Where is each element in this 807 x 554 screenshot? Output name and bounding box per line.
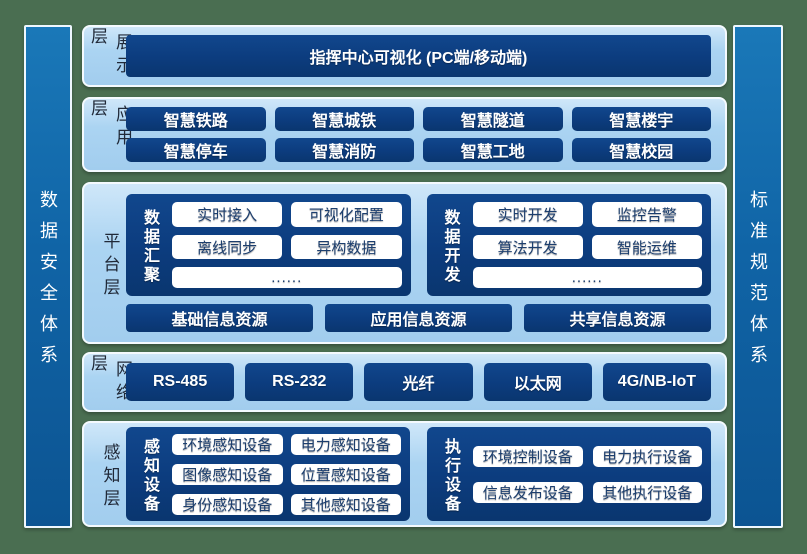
layer-platform: 平台层 数据汇聚 实时接入 可视化配置 离线同步 异构数据 ...... bbox=[82, 182, 727, 344]
chip-development-more: ...... bbox=[472, 267, 702, 289]
layer-platform-content: 数据汇聚 实时接入 可视化配置 离线同步 异构数据 ...... 数据开发 bbox=[126, 184, 711, 342]
chip-realtime-access: 实时接入 bbox=[172, 202, 283, 227]
net-item-fiber: 光纤 bbox=[364, 363, 473, 401]
bar-shared-info-resource: 共享信息资源 bbox=[524, 304, 711, 332]
chip-env-control: 环境控制设备 bbox=[473, 445, 583, 467]
layer-perception-content: 感知设备 环境感知设备 电力感知设备 图像感知设备 位置感知设备 身份感知设备 … bbox=[126, 423, 711, 525]
group-data-aggregation-chips: 实时接入 可视化配置 离线同步 异构数据 ...... bbox=[172, 202, 402, 289]
group-data-development: 数据开发 实时开发 监控告警 算法开发 智能运维 ...... bbox=[426, 194, 711, 297]
platform-groups: 数据汇聚 实时接入 可视化配置 离线同步 异构数据 ...... 数据开发 bbox=[126, 194, 711, 297]
chip-info-publish: 信息发布设备 bbox=[473, 481, 583, 503]
group-data-development-title: 数据开发 bbox=[441, 208, 459, 285]
net-item-ethernet: 以太网 bbox=[483, 363, 592, 401]
chip-algorithm-dev: 算法开发 bbox=[472, 234, 583, 260]
chip-identity-sensing: 身份感知设备 bbox=[172, 493, 283, 515]
platform-resource-bars: 基础信息资源 应用信息资源 共享信息资源 bbox=[126, 304, 711, 332]
chip-power-execution: 电力执行设备 bbox=[592, 445, 702, 467]
group-data-development-title-wrap: 数据开发 bbox=[436, 202, 464, 288]
group-execution-devices-chips: 环境控制设备 电力执行设备 信息发布设备 其他执行设备 bbox=[473, 443, 702, 506]
panel-data-security: 数据安全体系 bbox=[24, 25, 72, 528]
group-execution-devices-title: 执行设备 bbox=[442, 437, 459, 514]
layer-display-label-wrap: 展示层 bbox=[88, 27, 132, 85]
app-item-smart-building: 智慧楼宇 bbox=[571, 107, 711, 131]
layer-application: 应用层 智慧铁路 智慧城铁 智慧隧道 智慧楼宇 智慧停车 智慧消防 智慧工地 智… bbox=[82, 97, 727, 172]
net-item-rs232: RS-232 bbox=[245, 363, 354, 401]
chip-power-sensing: 电力感知设备 bbox=[290, 433, 401, 455]
group-execution-devices-title-wrap: 执行设备 bbox=[436, 435, 464, 514]
layer-stack: 展示层 指挥中心可视化 (PC端/移动端) 应用层 智慧铁路 智慧城铁 智慧隧道… bbox=[82, 25, 727, 527]
layer-perception-label-wrap: 感知层 bbox=[94, 423, 126, 525]
layer-network: 网络层 RS-485 RS-232 光纤 以太网 4G/NB-IoT bbox=[82, 352, 727, 412]
chip-visual-config: 可视化配置 bbox=[291, 202, 402, 227]
layer-application-label-wrap: 应用层 bbox=[88, 99, 132, 170]
group-sensing-devices-title-wrap: 感知设备 bbox=[135, 435, 163, 514]
layer-network-content: RS-485 RS-232 光纤 以太网 4G/NB-IoT bbox=[126, 354, 712, 410]
panel-standards: 标准规范体系 bbox=[733, 25, 783, 528]
app-item-smart-fire: 智慧消防 bbox=[274, 138, 414, 162]
layer-perception-label: 感知层 bbox=[100, 442, 120, 512]
group-data-development-chips: 实时开发 监控告警 算法开发 智能运维 ...... bbox=[472, 202, 702, 289]
layer-perception: 感知层 感知设备 环境感知设备 电力感知设备 图像感知设备 位置感知设备 身份感… bbox=[82, 421, 727, 527]
bar-app-info-resource: 应用信息资源 bbox=[325, 304, 512, 332]
app-item-smart-railway: 智慧铁路 bbox=[126, 107, 266, 131]
chip-other-sensing: 其他感知设备 bbox=[290, 493, 401, 515]
group-data-aggregation-title: 数据汇聚 bbox=[141, 208, 158, 285]
chip-monitor-alert: 监控告警 bbox=[591, 202, 702, 227]
chip-intelligent-ops: 智能运维 bbox=[591, 234, 702, 260]
chip-image-sensing: 图像感知设备 bbox=[172, 463, 283, 485]
group-data-aggregation: 数据汇聚 实时接入 可视化配置 离线同步 异构数据 ...... bbox=[126, 194, 411, 297]
app-item-smart-tunnel: 智慧隧道 bbox=[423, 107, 563, 131]
app-item-smart-parking: 智慧停车 bbox=[126, 138, 266, 162]
panel-standards-label: 标准规范体系 bbox=[748, 190, 768, 376]
group-sensing-devices-chips: 环境感知设备 电力感知设备 图像感知设备 位置感知设备 身份感知设备 其他感知设… bbox=[172, 433, 401, 515]
app-item-smart-metro: 智慧城铁 bbox=[274, 107, 414, 131]
chip-other-execution: 其他执行设备 bbox=[592, 481, 702, 503]
chip-aggregation-more: ...... bbox=[172, 267, 402, 289]
group-sensing-devices-title: 感知设备 bbox=[141, 437, 158, 514]
chip-heterogeneous-data: 异构数据 bbox=[291, 234, 402, 260]
layer-display-content: 指挥中心可视化 (PC端/移动端) bbox=[126, 27, 711, 85]
group-data-aggregation-title-wrap: 数据汇聚 bbox=[135, 202, 163, 288]
layer-application-content: 智慧铁路 智慧城铁 智慧隧道 智慧楼宇 智慧停车 智慧消防 智慧工地 智慧校园 bbox=[126, 99, 711, 170]
chip-offline-sync: 离线同步 bbox=[172, 234, 283, 260]
group-sensing-devices: 感知设备 环境感知设备 电力感知设备 图像感知设备 位置感知设备 身份感知设备 … bbox=[126, 427, 410, 521]
chip-location-sensing: 位置感知设备 bbox=[290, 463, 401, 485]
net-item-4g-nbiot: 4G/NB-IoT bbox=[602, 363, 712, 401]
chip-realtime-dev: 实时开发 bbox=[472, 202, 583, 227]
app-item-smart-site: 智慧工地 bbox=[423, 138, 563, 162]
command-center-banner: 指挥中心可视化 (PC端/移动端) bbox=[126, 35, 711, 77]
group-execution-devices: 执行设备 环境控制设备 电力执行设备 信息发布设备 其他执行设备 bbox=[427, 427, 711, 521]
layer-platform-label-wrap: 平台层 bbox=[94, 184, 126, 342]
app-item-smart-campus: 智慧校园 bbox=[571, 138, 711, 162]
chip-env-sensing: 环境感知设备 bbox=[172, 433, 283, 455]
layer-network-label-wrap: 网络层 bbox=[88, 354, 132, 410]
layer-platform-label: 平台层 bbox=[100, 231, 120, 301]
net-item-rs485: RS-485 bbox=[126, 363, 235, 401]
panel-data-security-label: 数据安全体系 bbox=[38, 190, 58, 376]
layer-display: 展示层 指挥中心可视化 (PC端/移动端) bbox=[82, 25, 727, 87]
bar-basic-info-resource: 基础信息资源 bbox=[126, 304, 313, 332]
